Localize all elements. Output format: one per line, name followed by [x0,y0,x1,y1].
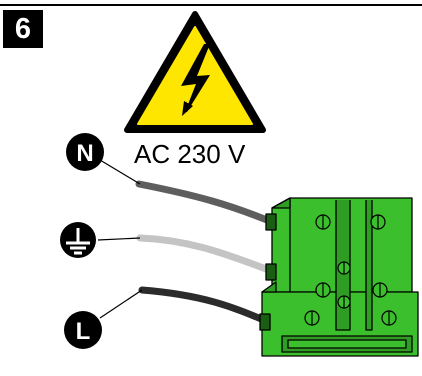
wires [135,180,276,325]
live-wire [138,286,270,325]
screw-icon [304,310,320,326]
live-label: L [76,318,91,345]
neutral-wire [135,180,276,226]
screw-icon [315,214,331,230]
earth-icon [60,222,96,258]
leader-lines [97,159,143,319]
green-terminal-block [259,197,419,357]
terminal-screws [304,214,397,326]
supply-voltage-label: AC 230 V [134,139,246,169]
live-marker: L [64,311,102,349]
screw-icon [370,214,386,230]
top-rule [0,4,422,6]
screw-icon [381,310,397,326]
screw-icon [372,282,388,298]
screw-icon [337,261,351,275]
neutral-marker: N [66,133,104,171]
high-voltage-warning-icon [124,11,266,133]
earth-wire [136,234,276,275]
screw-icon [315,282,331,298]
screw-icon [337,295,351,309]
neutral-label: N [76,140,93,167]
step-number-badge: 6 [3,10,43,48]
